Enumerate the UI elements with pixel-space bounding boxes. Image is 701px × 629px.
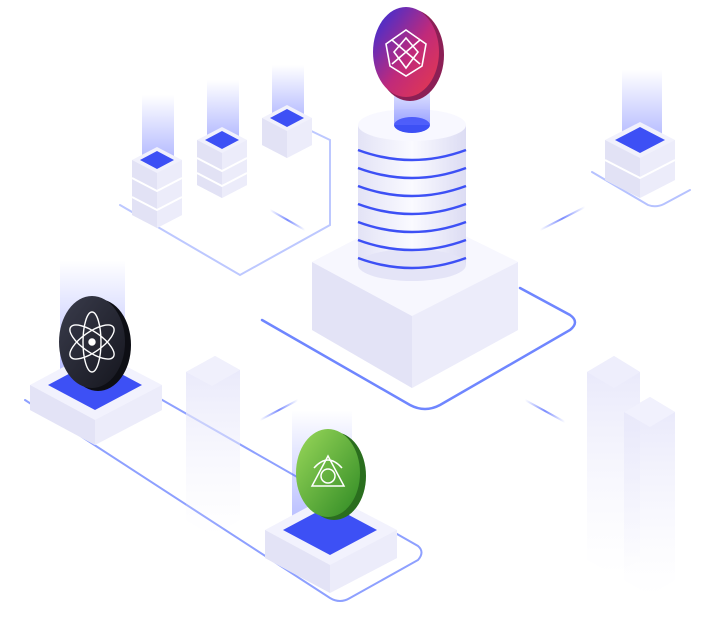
database-cylinder [357, 75, 467, 281]
server-stack-2 [196, 127, 248, 198]
cosmos-style-coin [59, 296, 131, 391]
dash-line-1 [269, 209, 306, 231]
dash-line-3 [259, 399, 299, 421]
green-network-coin [296, 429, 366, 520]
reactor-triangle-icon [310, 454, 346, 487]
connector-right-platform [591, 171, 691, 208]
dash-line-2 [539, 206, 586, 231]
disk-rings [357, 148, 467, 270]
server-stack-3 [262, 105, 312, 158]
geometric-mandala-icon [385, 29, 427, 77]
right-server-stack [604, 70, 676, 198]
ghost-pillars [186, 356, 675, 596]
connector-bottom-left [24, 392, 423, 602]
server-stack-1 [131, 147, 183, 228]
network-connectors [24, 127, 691, 602]
connector-main-platform [260, 286, 577, 411]
atom-icon [69, 311, 115, 373]
top-left-server-cluster [131, 65, 312, 228]
connector-top-left-platform [119, 127, 331, 277]
dash-line-4 [524, 399, 566, 423]
polkadot-style-coin [373, 7, 444, 101]
